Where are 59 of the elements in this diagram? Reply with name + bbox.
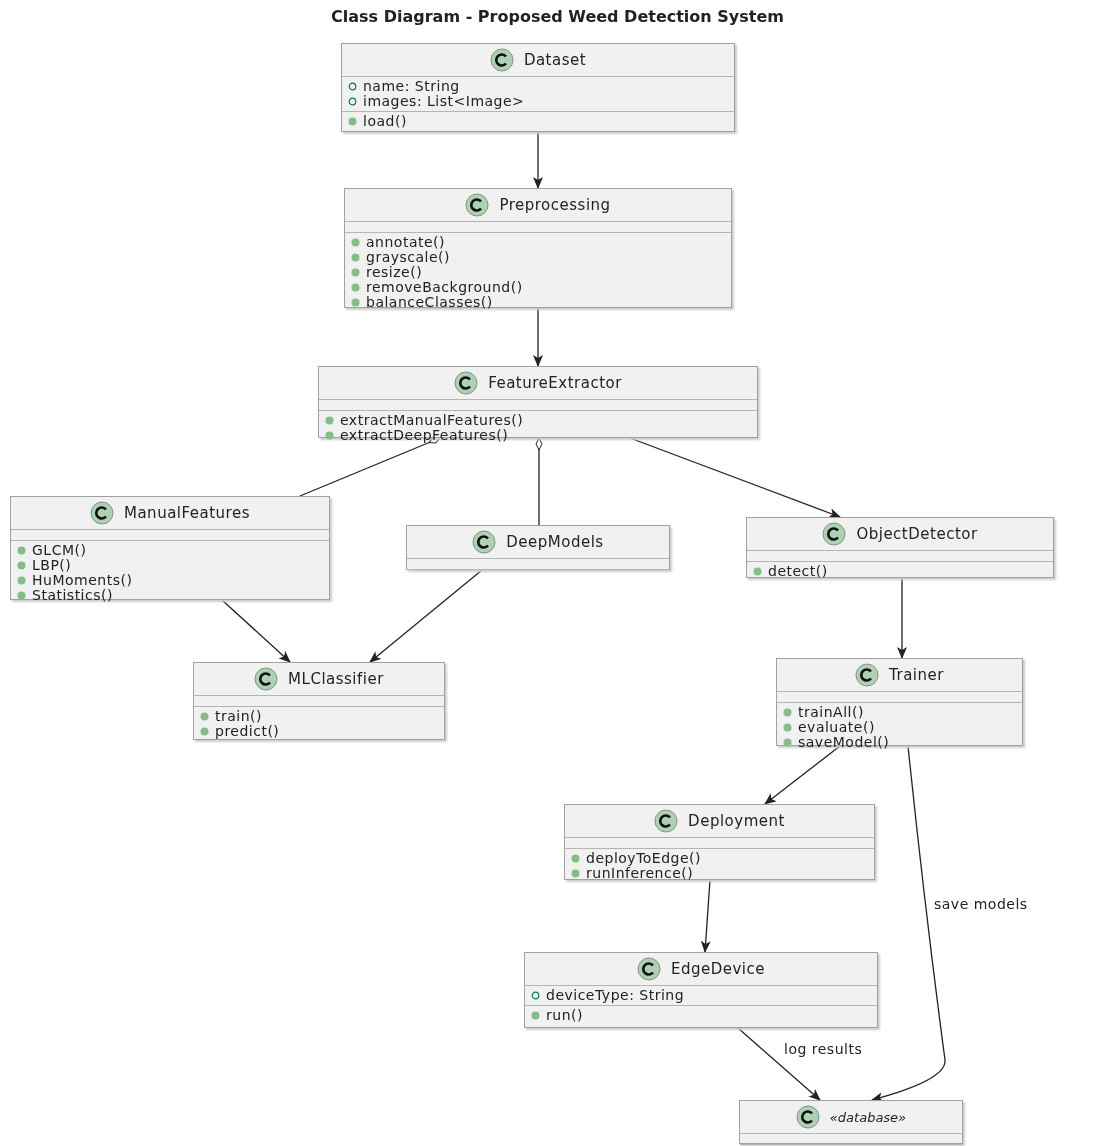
method-text: run() (546, 1008, 583, 1023)
class-box (341, 43, 735, 132)
method-text: Statistics() (32, 588, 113, 603)
method-text: load() (363, 114, 407, 129)
class-name: ObjectDetector (856, 525, 978, 543)
arrow (897, 577, 907, 659)
stereotype-label: «database» (829, 1109, 907, 1125)
class-name: EdgeDevice (670, 960, 766, 978)
class-name: Trainer (889, 666, 944, 684)
class-box (406, 525, 670, 570)
method-text: runInference() (586, 866, 694, 881)
class-box (564, 804, 875, 880)
field-text: name: String (363, 79, 460, 94)
arrow (369, 569, 483, 663)
class-name: DeepModels (506, 533, 604, 551)
class-name: Dataset (523, 51, 587, 69)
arrow (533, 131, 543, 189)
arrow (533, 307, 543, 367)
class-name: FeatureExtractor (488, 374, 622, 392)
diagram-title: Class Diagram - Proposed Weed Detection System (330, 7, 785, 26)
method-text: annotate() (366, 235, 445, 250)
method-text: resize() (366, 265, 423, 280)
aggregation-line (299, 437, 441, 497)
class-box (193, 662, 445, 740)
class-box (344, 188, 732, 308)
arrow (700, 879, 711, 953)
method-text: HuMoments() (32, 573, 133, 588)
method-text: detect() (768, 564, 828, 579)
method-text: saveModel() (798, 735, 890, 750)
method-text: train() (215, 709, 262, 724)
method-text: grayscale() (366, 250, 450, 265)
field-text: deviceType: String (546, 988, 685, 1003)
class-name: MLClassifier (288, 670, 384, 688)
method-text: GLCM() (32, 543, 87, 558)
field-text: images: List<Image> (363, 94, 525, 109)
arrow (871, 745, 946, 1102)
class-box (524, 952, 878, 1028)
class-box (10, 496, 330, 600)
method-text: extractDeepFeatures() (340, 428, 509, 443)
class-name: Deployment (688, 812, 785, 830)
class-box (746, 517, 1054, 578)
class-box (739, 1100, 963, 1144)
method-text: deployToEdge() (586, 851, 702, 866)
method-text: extractManualFeatures() (340, 413, 524, 428)
method-text: removeBackground() (366, 280, 523, 295)
method-text: balanceClasses() (366, 295, 493, 310)
method-text: trainAll() (798, 705, 864, 720)
method-text: evaluate() (798, 720, 875, 735)
method-text: predict() (215, 724, 280, 739)
arrow (737, 1027, 821, 1101)
class-name: Preprocessing (499, 196, 611, 214)
method-text: LBP() (32, 558, 72, 573)
arrow (629, 437, 841, 518)
class-name: ManualFeatures (124, 504, 250, 522)
aggregation-line (535, 437, 543, 526)
edge-label: log results (782, 1041, 865, 1057)
edge-label: save models (932, 896, 1030, 912)
arrow (221, 599, 291, 663)
arrow (764, 745, 841, 805)
